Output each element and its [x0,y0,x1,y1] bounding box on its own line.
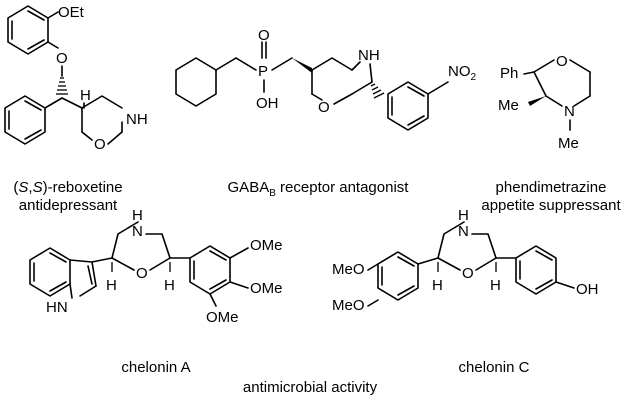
hydroxyl-label: OH [256,95,279,112]
c-methyl-label: Me [498,97,519,114]
chelonin-c-structure: MeO MeO H N O H H OH [332,207,599,314]
phendimetrazine-oxygen-label: O [556,53,568,70]
chelonin-a-structure: HN H N O H H OMe OMe OMe [29,207,283,326]
gaba-nh-label: NH [358,47,380,64]
chelonin-a-ome2-label: OMe [250,280,283,297]
gaba-caption: GABAB receptor antagonist [228,179,410,199]
reboxetine-caption: (S,S)-reboxetine [13,179,122,196]
chelonin-c-oxygen-label: O [462,265,474,282]
chelonin-a-h2-label: H [164,277,175,294]
morpholine-nh-label: NH [126,111,148,128]
chelonin-a-ome1-label: OMe [250,237,283,254]
phendimetrazine-structure: Ph O N Me Me [498,53,591,152]
chelonin-c-nh-label: H [458,207,469,224]
chelonin-a-ome3-label: OMe [206,309,239,326]
indole-nh-label: HN [46,299,68,316]
reboxetine-structure: OEt O H O NH [4,4,148,153]
morpholine-oxygen-label: O [94,136,106,153]
chelonin-c-h2-label: H [490,277,501,294]
chelonin-a-caption: chelonin A [121,359,190,376]
chelonin-c-n-label: N [458,223,469,240]
ether-oxygen-label: O [56,50,68,67]
phosphoryl-oxygen-label: O [258,27,270,44]
n-methyl-label: Me [558,135,579,152]
antimicrobial-caption: antimicrobial activity [243,379,378,396]
chelonin-a-oxygen-label: O [136,265,148,282]
chelonin-c-h1-label: H [432,277,443,294]
chelonin-a-n-label: N [132,223,143,240]
reboxetine-use-caption: antidepressant [19,197,118,214]
chelonin-c-meo2-label: MeO [332,297,365,314]
phosphorus-label: P [258,63,268,80]
chelonin-c-oh-label: OH [576,281,599,298]
hashed-bond [56,77,68,95]
phendimetrazine-n-label: N [564,103,575,120]
gaba-morpholine-oxygen-label: O [318,99,330,116]
oet-label: OEt [58,4,85,21]
chelonin-a-h1-label: H [106,277,117,294]
chelonin-a-nh-label: H [132,207,143,224]
methyl-wedge [528,96,546,106]
wedge-bond [292,58,312,73]
gaba-hashed-bond [370,83,385,99]
nitro-label: NO2 [448,63,477,83]
phenyl-label: Ph [500,65,518,82]
stereo-h-label: H [80,87,91,104]
phendimetrazine-caption: phendimetrazine [496,179,607,196]
phendimetrazine-use-caption: appetite suppressant [481,197,621,214]
gaba-antagonist-structure: P O OH O NH NO2 [175,27,477,131]
chelonin-c-caption: chelonin C [459,359,530,376]
chelonin-c-meo1-label: MeO [332,261,365,278]
